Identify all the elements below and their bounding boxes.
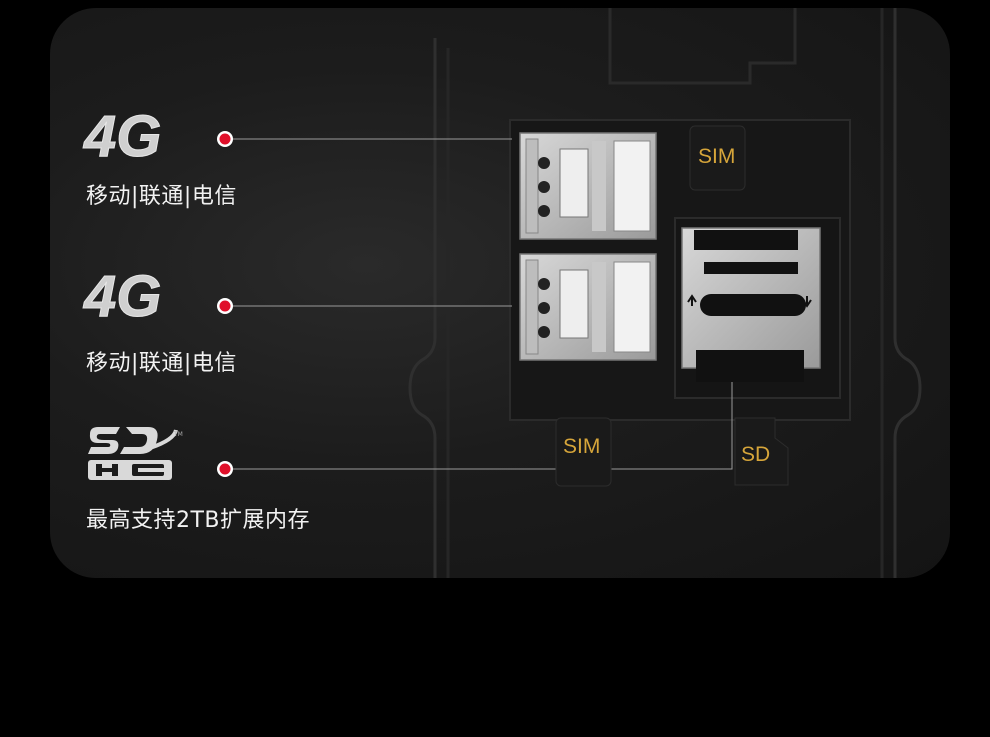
sim-tray-illustration: SIM SIM SD [217,8,922,578]
sim-holder-2 [519,253,657,361]
feature-label-carriers-1: 移动|联通|电信 [86,184,237,209]
4g-logo-icon: 4G [83,104,162,164]
product-feature-card: SIM SIM SD 4G 移动|联通|电信 4G 移动|联通|电信 TM 最高… [50,8,950,578]
sdhc-logo-icon: TM [88,427,183,480]
sd-slot-mark [734,417,789,486]
sim-slot-label-bottom: SIM [563,435,600,458]
sd-holder [681,227,821,382]
sim-slot-label-top: SIM [698,145,735,168]
sd-slot-label: SD [741,443,770,466]
svg-text:4G: 4G [83,264,161,324]
phone-body-outline [408,8,922,578]
svg-text:4G: 4G [83,104,161,164]
sim-slot-mark-bottom [555,417,612,487]
sim-slot-mark-top [689,125,746,191]
svg-text:TM: TM [173,431,183,438]
connector-line-3 [225,380,733,470]
connector-dots [217,131,233,477]
feature-label-carriers-2: 移动|联通|电信 [86,351,237,376]
sim-holder-1 [519,132,657,240]
feature-label-storage: 最高支持2TB扩展内存 [86,508,311,533]
4g-logo-icon: 4G [83,264,162,324]
connector-lines [225,138,733,470]
